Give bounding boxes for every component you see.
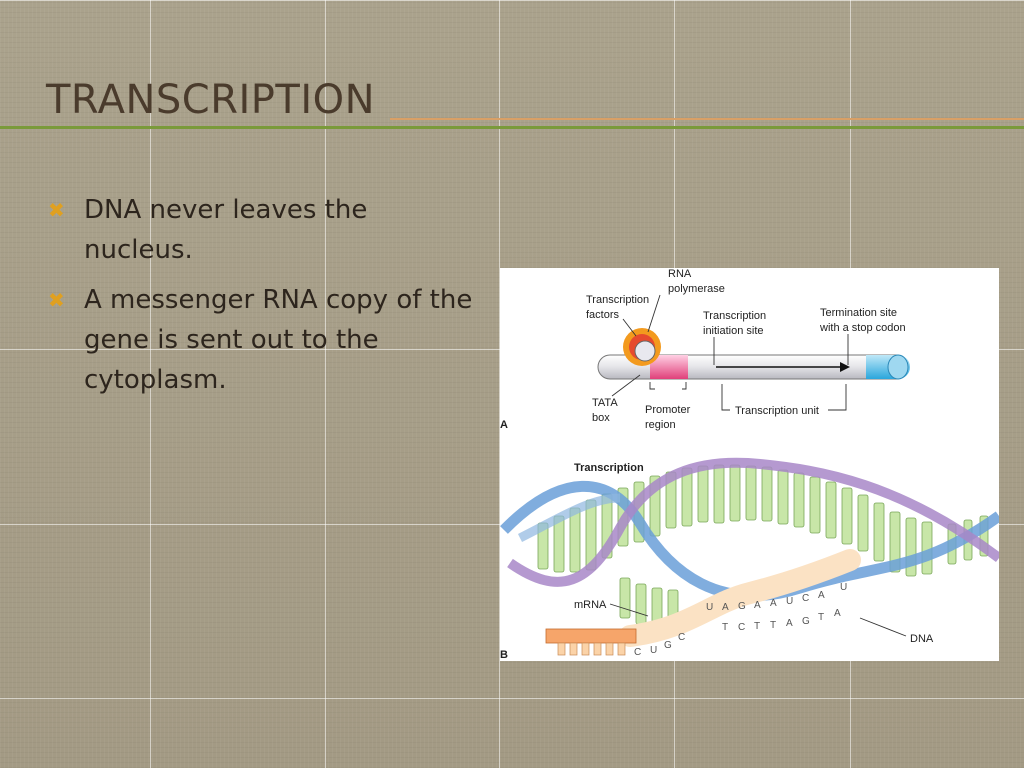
label-initiation-site: initiation site [703, 325, 764, 337]
base-letter: C [802, 593, 809, 604]
label-rna-polymerase: RNA [668, 268, 692, 280]
panel-b-title: Transcription [574, 462, 644, 474]
lower-bases: T C T T A G T A [722, 608, 841, 633]
polymerase-core-icon [634, 340, 656, 362]
label-dna: DNA [910, 633, 934, 645]
bullet-list: ✖ DNA never leaves the nucleus. ✖ A mess… [46, 190, 476, 410]
label-tata-box: TATA [592, 397, 618, 409]
bullet-item: ✖ DNA never leaves the nucleus. [46, 190, 476, 270]
unit-bracket [721, 384, 847, 411]
grid-line [325, 0, 326, 768]
x-mark-icon: ✖ [48, 288, 65, 312]
grid-line [0, 0, 1024, 1]
base-letter: U [840, 582, 847, 593]
title-rule-orange [390, 118, 1024, 120]
label-rna-polymerase: polymerase [668, 283, 725, 295]
grid-line [0, 698, 1024, 699]
base-letter: U [786, 596, 793, 607]
mrna-strand [619, 549, 861, 647]
x-mark-icon: ✖ [48, 198, 65, 222]
upper-bases: U A G A A U C A U [706, 582, 847, 613]
mrna-tail-bases [557, 642, 626, 656]
dna-strand-blue [500, 480, 999, 602]
tube-end-cap [887, 354, 909, 380]
label-termination-site: with a stop codon [819, 322, 906, 334]
bullet-text: A messenger RNA copy of the gene is sent… [84, 285, 473, 395]
panel-letter: B [500, 649, 508, 661]
base-letter: A [722, 602, 729, 613]
leader-line [609, 603, 649, 617]
promoter-bracket [649, 382, 687, 390]
base-letter: G [738, 601, 746, 612]
panel-letter: A [500, 419, 508, 431]
panel-b: B Transcription [500, 457, 999, 661]
transcription-diagram: A RNA polymerase Transcription factors T… [500, 268, 999, 661]
base-letter: G [802, 616, 810, 627]
arrow-head-icon [840, 362, 850, 372]
leader-line [622, 318, 637, 337]
transcription-figure: A RNA polymerase Transcription factors T… [500, 268, 999, 661]
base-letter: T [722, 622, 728, 633]
base-letter: T [754, 621, 760, 632]
label-mrna: mRNA [574, 599, 607, 611]
label-transcription-unit: Transcription unit [735, 405, 819, 417]
base-letter: T [770, 620, 776, 631]
label-termination-site: Termination site [820, 307, 897, 319]
title-rule-green [0, 126, 1024, 129]
tail-bases: C U G C [634, 632, 685, 658]
slide-title: TRANSCRIPTION [46, 77, 376, 123]
bullet-item: ✖ A messenger RNA copy of the gene is se… [46, 280, 476, 400]
label-promoter-region: region [645, 419, 676, 431]
base-letter: A [818, 590, 825, 601]
label-transcription-factors: Transcription [586, 294, 649, 306]
base-letter: U [650, 645, 657, 656]
leader-line [611, 374, 641, 397]
mrna-tail [545, 628, 637, 644]
base-letter: C [678, 632, 685, 643]
base-letter: A [786, 618, 793, 629]
base-letter: C [634, 647, 641, 658]
base-letter: U [706, 602, 713, 613]
base-letter: C [738, 622, 745, 633]
base-letter: G [664, 640, 672, 651]
leader-line [647, 294, 661, 333]
bullet-text: DNA never leaves the nucleus. [84, 195, 368, 265]
label-initiation-site: Transcription [703, 310, 766, 322]
dna-strand-blue [517, 493, 621, 543]
dna-strand-purple [507, 457, 999, 587]
base-letter: A [770, 598, 777, 609]
base-letter: A [834, 608, 841, 619]
panel-a: A RNA polymerase Transcription factors T… [500, 268, 910, 431]
leader-line [859, 617, 907, 637]
base-letter: A [754, 600, 761, 611]
grid-line [499, 0, 500, 768]
label-transcription-factors: factors [586, 309, 620, 321]
label-promoter-region: Promoter [645, 404, 691, 416]
base-letter: T [818, 612, 824, 623]
label-tata-box: box [592, 412, 610, 424]
grid-line [150, 0, 151, 768]
